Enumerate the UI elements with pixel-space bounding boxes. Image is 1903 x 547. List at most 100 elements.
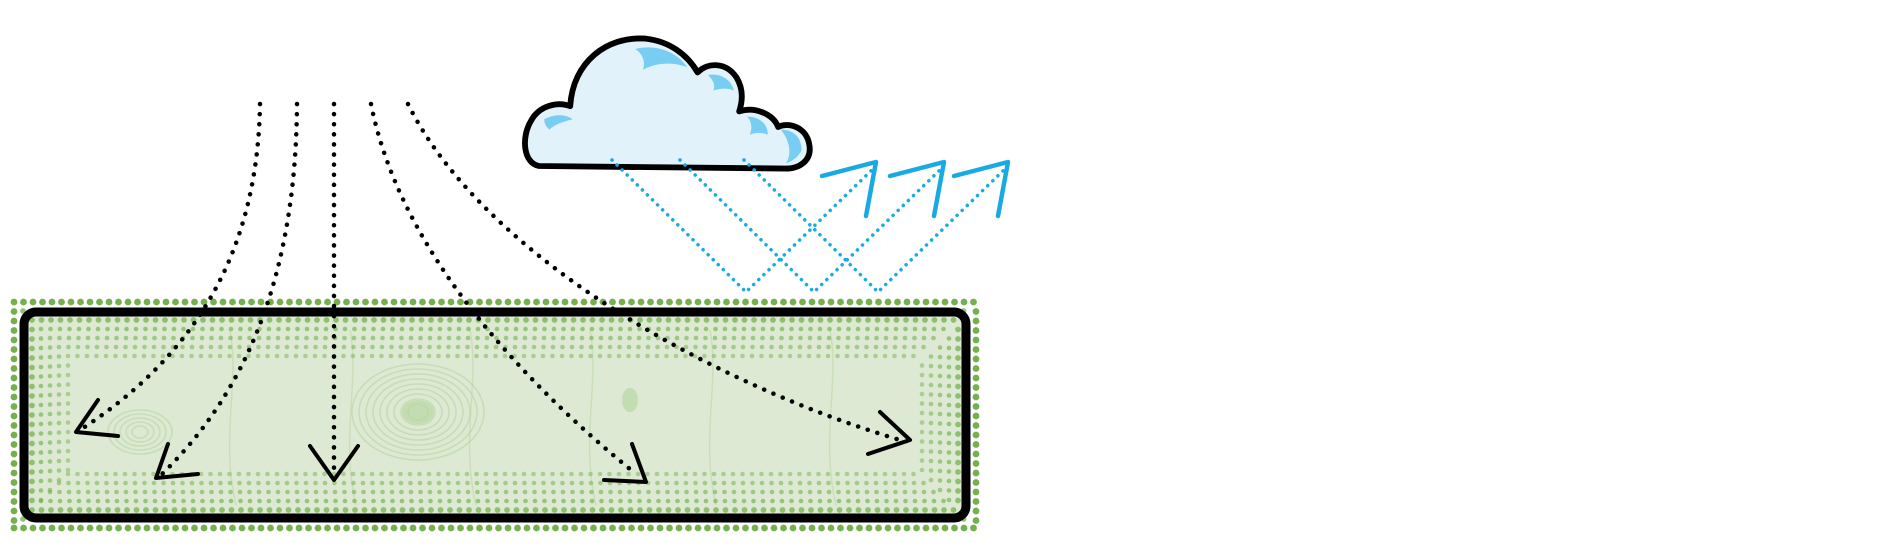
slab-dot [837,298,844,306]
slab-dot [114,335,119,341]
slab-dot [29,431,35,437]
slab-dot [951,524,958,532]
slab-dot [703,326,709,332]
slab-dot [937,468,943,474]
slab-dot [29,298,37,306]
slab-dot [180,480,185,486]
slab-dot [598,489,604,495]
slab-dot [560,335,566,341]
slab-dot [132,480,138,486]
slab-dot [483,471,489,477]
slab-dot [883,344,888,350]
slab-dot [370,344,375,350]
slab-dot [189,480,195,486]
slab-dot [428,298,436,306]
slab-dot [10,469,18,477]
slab-dot [817,317,824,323]
slab-dot [65,448,71,454]
slab-dot [588,480,594,486]
slab-dot [921,480,926,486]
slab-dot [153,298,160,306]
slab-dot [946,469,952,474]
slab-dot [10,431,18,439]
slab-dot [456,489,461,495]
slab-dot [379,344,385,350]
slab-dot [209,489,214,495]
slab-dot [551,317,558,323]
slab-dot [219,498,224,504]
slab-dot [532,489,537,495]
slab-dot [912,489,917,495]
slab-dot [133,498,139,504]
slab-dot [882,471,888,477]
slab-dot [171,317,178,323]
slab-dot [152,335,157,341]
slab-dot [409,317,415,323]
slab-dot [142,480,147,486]
slab-dot [703,335,708,341]
slab-dot [618,317,624,323]
slab-dot [931,326,937,332]
slab-dot [398,353,403,359]
slab-dot [47,411,53,417]
slab-grain [468,329,477,506]
slab-dot [456,317,463,323]
slab-dot [56,439,62,445]
slab-dot [808,326,813,332]
slab-dot [970,524,977,532]
slab-dot [284,471,289,477]
slab-dot [10,441,18,448]
slab-dot [29,440,35,447]
slab-dot [360,344,366,350]
slab-dot [955,469,961,475]
slab-dot [123,480,128,486]
slab-dot [741,335,746,341]
slab-dot [10,384,18,391]
slab-dot [931,335,936,341]
slab-dot [399,326,405,332]
slab-dot [47,459,53,464]
slab-dot [751,298,759,306]
slab-dot [417,480,423,486]
slab-dot [972,431,980,439]
slab-dot [972,479,980,486]
slab-dot [955,488,961,494]
slab-dot [521,353,527,359]
slab-dot [637,298,645,306]
slab-dot [779,317,786,323]
slab-dot [808,298,816,306]
slab-dot [267,524,274,532]
slab-dot [946,336,952,341]
slab-dot [702,480,708,486]
slab-dot [181,298,189,306]
slab-dot [937,411,943,417]
slab-dot [560,489,566,495]
slab-dot [141,471,147,477]
slab-dot [484,344,489,350]
slab-dot [656,326,661,332]
slab-grain [125,421,155,443]
slab-dot [807,480,812,486]
incoming-arrow-3-head [308,444,360,482]
slab-dot [133,317,140,323]
slab-dot [29,488,35,494]
slab-dot [928,420,934,426]
slab-dot [95,326,101,332]
slab-dot [542,317,548,323]
slab-dot [513,498,519,504]
slab-dot [955,431,961,437]
slab-dot [768,353,774,359]
slab-dot [483,353,489,359]
slab-dot [911,471,916,477]
slab-dot [571,524,578,532]
cloud-highlight [747,116,768,135]
slab-dot [722,326,728,332]
slab-dot [29,383,35,390]
slab-grain [708,329,717,506]
slab-dot [29,450,35,456]
slab-dot [504,298,512,306]
slab-dot [38,383,44,389]
slab-dot [485,498,490,504]
slab-dot [972,365,980,372]
